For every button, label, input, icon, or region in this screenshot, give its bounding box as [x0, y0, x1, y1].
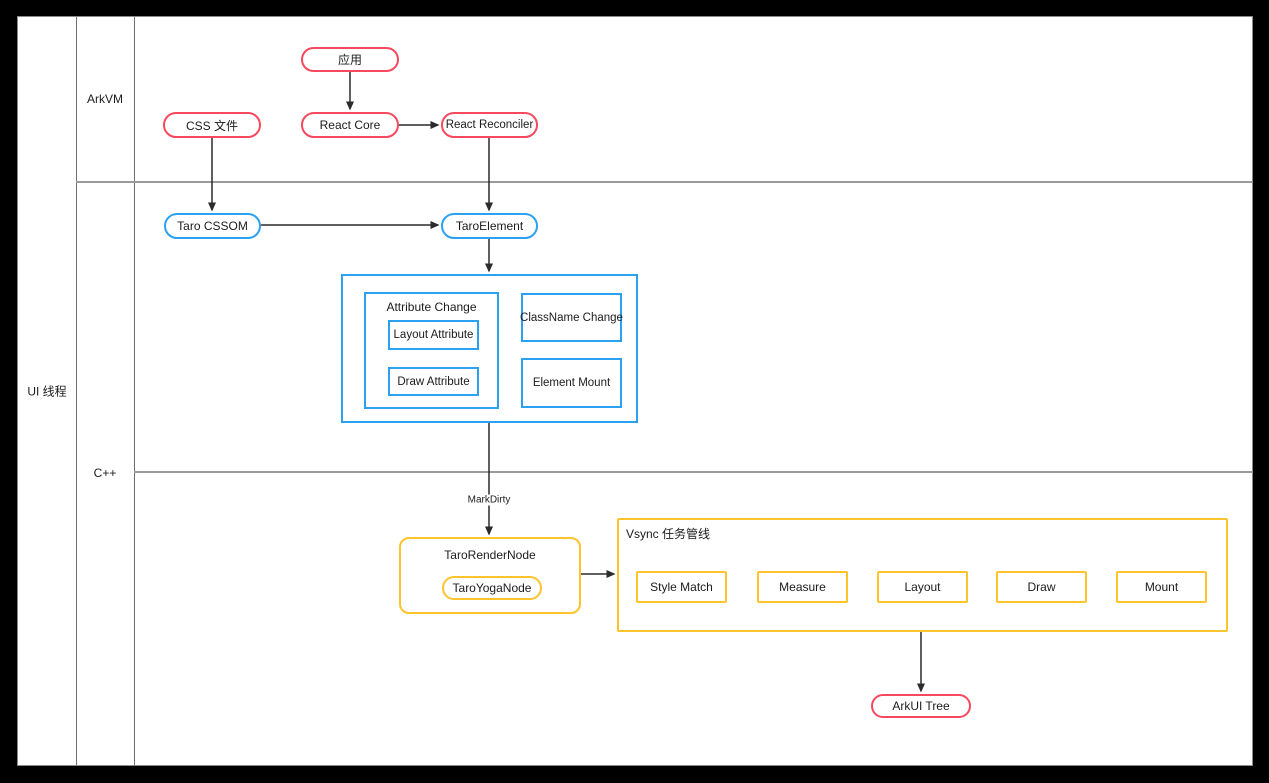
node-draw-attribute: Draw Attribute: [388, 367, 479, 396]
node-measure: Measure: [757, 571, 848, 603]
node-style-match: Style Match: [636, 571, 727, 603]
lane-label-arkvm: ArkVM: [87, 92, 123, 106]
group-change-types: Attribute Change Layout Attribute Draw A…: [341, 274, 638, 423]
attribute-change-title: Attribute Change: [386, 300, 477, 314]
node-react-reconciler: React Reconciler: [441, 112, 538, 138]
swimlane-vertical-divider-2: [134, 17, 135, 765]
swimlane-horizontal-divider-arkvm-cpp: [76, 181, 1253, 183]
node-classname-change: ClassName Change: [520, 293, 623, 342]
node-element-mount: Element Mount: [521, 358, 622, 408]
node-layout: Layout: [877, 571, 968, 603]
diagram-canvas: UI 线程 ArkVM C++ 应用 CSS 文件 React Core Rea: [17, 16, 1253, 766]
node-css-file: CSS 文件: [163, 112, 261, 138]
node-taro-element: TaroElement: [441, 213, 538, 239]
node-taro-render-node: TaroRenderNode TaroYogaNode: [399, 537, 581, 614]
node-arkui-tree: ArkUI Tree: [871, 694, 971, 718]
vsync-pipeline-title: Vsync 任务管线: [626, 527, 711, 541]
taro-render-node-title: TaroRenderNode: [444, 548, 536, 562]
node-app: 应用: [301, 47, 399, 72]
node-taro-yoga-node: TaroYogaNode: [442, 576, 542, 600]
swimlane-vertical-divider-1: [76, 17, 77, 765]
node-mount: Mount: [1116, 571, 1207, 603]
group-vsync-pipeline: Vsync 任务管线 Style Match Measure Layout Dr…: [617, 518, 1228, 632]
edge-label-markdirty: MarkDirty: [464, 494, 514, 506]
node-taro-cssom: Taro CSSOM: [164, 213, 261, 239]
lane-label-cpp: C++: [93, 466, 117, 480]
swimlane-horizontal-divider-cpp: [134, 471, 1253, 473]
node-react-core: React Core: [301, 112, 399, 138]
node-attribute-change: Attribute Change Layout Attribute Draw A…: [364, 292, 499, 409]
node-layout-attribute: Layout Attribute: [388, 320, 479, 350]
node-draw: Draw: [996, 571, 1087, 603]
lane-label-ui-thread: UI 线程: [27, 384, 67, 399]
